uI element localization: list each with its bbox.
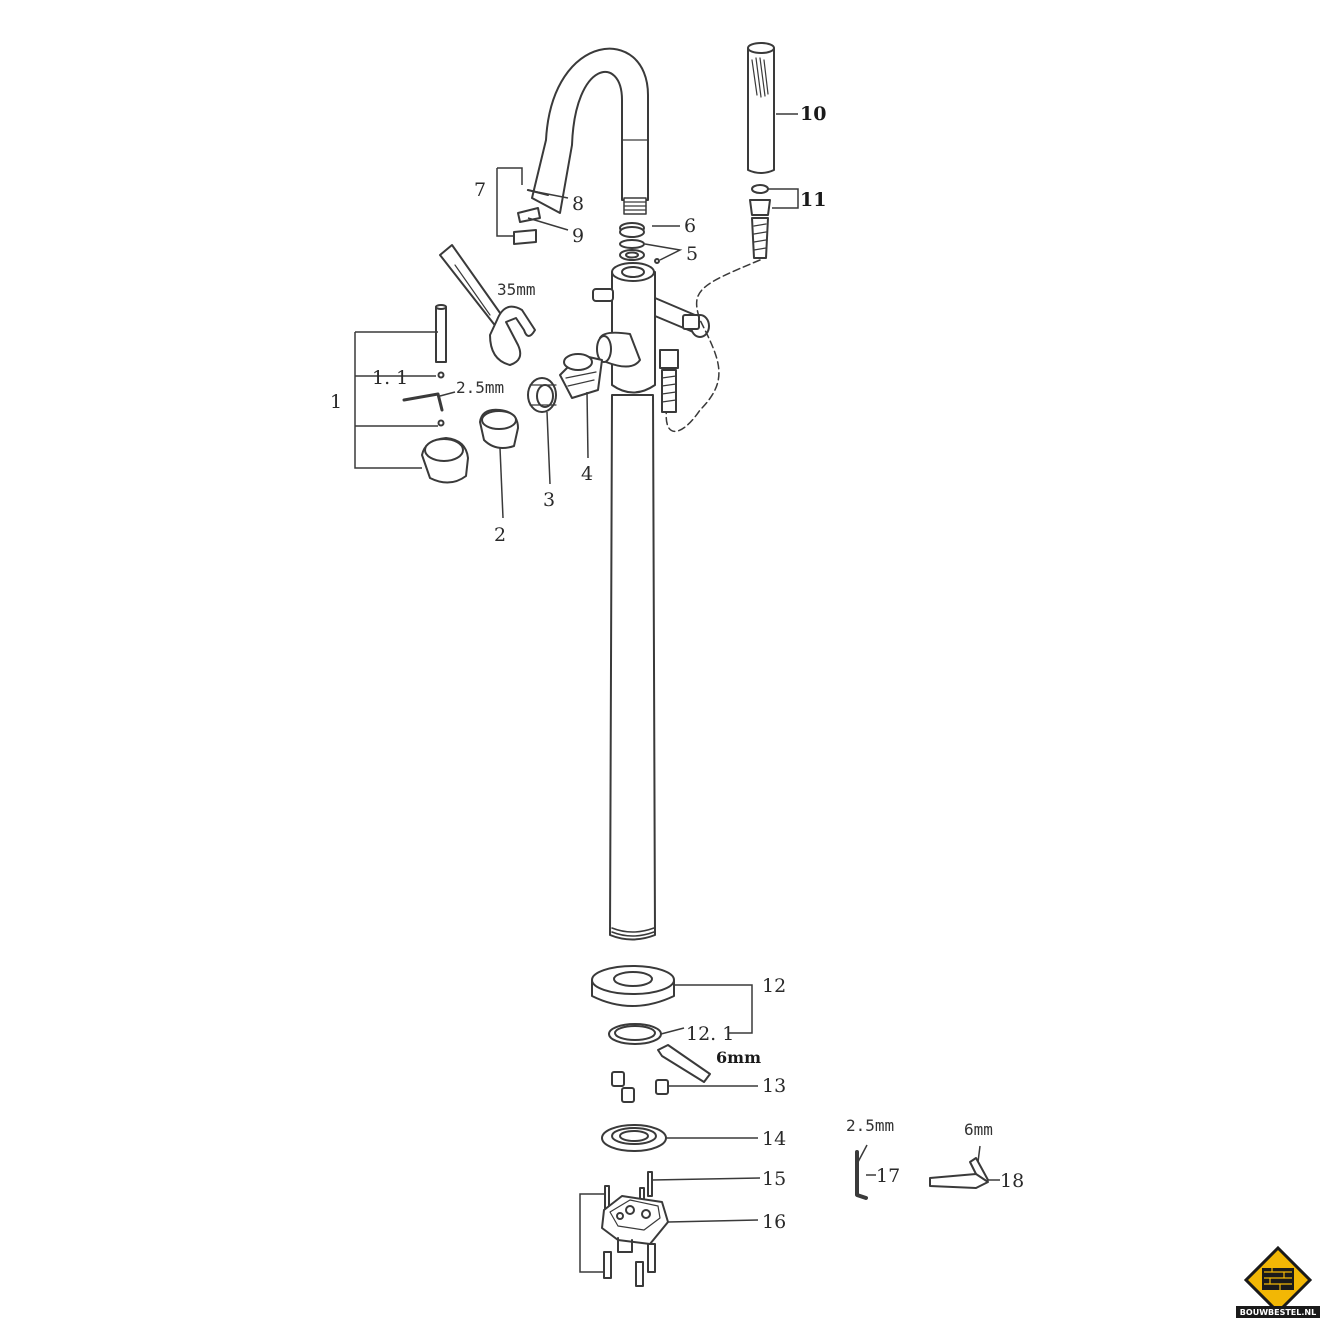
dim-6mm-base: 6mm	[716, 1048, 761, 1067]
label-11: 11	[800, 189, 826, 211]
part-13-screws	[611, 1044, 711, 1103]
label-1-1: 1. 1	[372, 367, 408, 389]
label-10: 10	[800, 103, 826, 125]
label-18: 18	[1000, 1170, 1024, 1192]
mixer-body	[592, 262, 710, 394]
label-9: 9	[572, 225, 584, 247]
hex-key-2-5mm	[402, 392, 444, 412]
dim-2-5mm-tool: 2.5mm	[846, 1116, 894, 1135]
part-10-hand-shower	[747, 42, 775, 174]
wrench-35mm	[439, 244, 536, 366]
part-16-mounting-base	[601, 1195, 669, 1287]
label-15: 15	[762, 1168, 786, 1190]
part-labels: 1 1. 1 2 3 4 5 6 7 8 9 10 11 12 12. 1 13…	[330, 103, 1024, 1233]
leader-lines	[354, 113, 1000, 1273]
part-12-1-gasket	[608, 1023, 662, 1045]
part-6-nut	[619, 222, 645, 238]
part-17-hex-key	[855, 1150, 868, 1200]
bouwbestel-logo: BOUWBESTEL.NL	[1236, 1245, 1320, 1318]
label-7: 7	[474, 179, 486, 201]
label-12-1: 12. 1	[686, 1023, 734, 1045]
spout	[531, 47, 649, 215]
label-4: 4	[581, 463, 593, 485]
label-8: 8	[572, 193, 584, 215]
label-2: 2	[494, 524, 506, 546]
part-5-orings	[619, 239, 660, 264]
label-6: 6	[684, 215, 696, 237]
label-12: 12	[762, 975, 786, 997]
dim-6mm-tool: 6mm	[964, 1120, 993, 1139]
label-5: 5	[686, 243, 698, 265]
part-1-handle	[421, 304, 469, 484]
label-1: 1	[330, 391, 342, 413]
part-4-cartridge	[559, 353, 603, 399]
label-3: 3	[543, 489, 555, 511]
logo-text: BOUWBESTEL.NL	[1240, 1308, 1316, 1317]
part-18-hex-key	[929, 1157, 989, 1189]
dim-35mm: 35mm	[497, 280, 536, 299]
shower-hose	[665, 259, 761, 432]
dim-2-5mm-handle: 2.5mm	[456, 378, 504, 397]
label-14: 14	[762, 1128, 786, 1150]
part-11-hose-connector	[749, 184, 771, 259]
label-13: 13	[762, 1075, 786, 1097]
part-14-flange	[601, 1124, 667, 1152]
main-column	[609, 394, 656, 941]
label-17: 17	[876, 1165, 900, 1187]
label-16: 16	[762, 1211, 786, 1233]
part-2-sleeve	[479, 408, 519, 449]
part-12-escutcheon	[591, 965, 675, 1007]
part-3-nut	[527, 377, 557, 413]
hose-fitting	[659, 314, 700, 413]
